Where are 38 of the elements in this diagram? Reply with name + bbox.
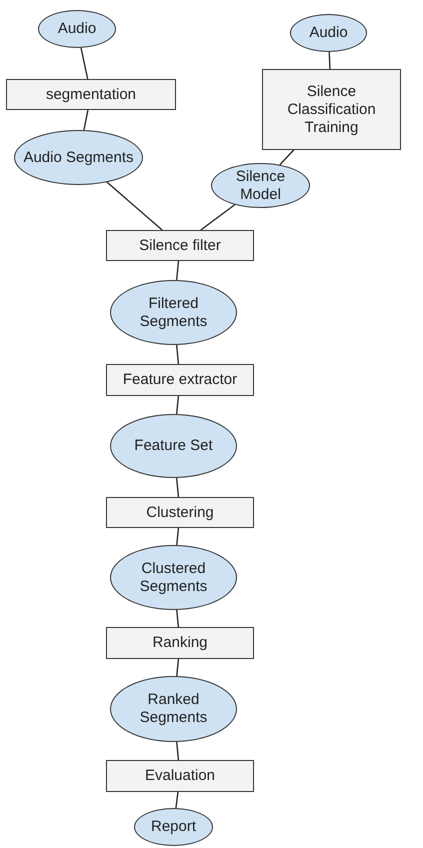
node-label: Filtered Segments	[138, 294, 208, 330]
node-label: Ranking	[151, 634, 209, 652]
connector-line	[176, 528, 180, 546]
node-label: Report	[150, 818, 198, 836]
node-label: Audio	[308, 24, 349, 42]
connector-line	[80, 48, 88, 80]
node-label: Evaluation	[144, 767, 216, 785]
connector-line	[106, 182, 163, 230]
process-box	[106, 760, 254, 792]
connector-line	[176, 396, 180, 414]
connector-line	[200, 204, 236, 231]
node-label: Audio	[56, 20, 98, 38]
connector-line	[175, 792, 179, 808]
connector-line	[176, 260, 180, 280]
node-label: Feature Set	[133, 437, 214, 455]
node-label: Ranked Segments	[138, 691, 208, 727]
connector-line	[176, 344, 180, 364]
node-label: segmentation	[44, 86, 138, 104]
node-label: Silence Classification Training	[286, 82, 377, 136]
connector-line	[176, 610, 180, 628]
process-box	[106, 230, 254, 261]
process-box	[106, 627, 254, 659]
process-box	[262, 69, 401, 150]
connector-line	[176, 658, 180, 676]
node-label: Silence Model	[234, 168, 286, 204]
node-label: Silence filter	[138, 236, 222, 254]
process-box	[106, 364, 254, 396]
process-box	[106, 497, 254, 528]
node-label: Audio Segments	[22, 148, 135, 166]
connector-line	[83, 110, 89, 130]
connector-line	[176, 742, 180, 760]
node-label: Clustering	[145, 504, 215, 522]
process-box	[6, 79, 176, 110]
connector-line	[328, 52, 331, 70]
connector-line	[279, 150, 294, 166]
node-label: Feature extractor	[122, 371, 238, 389]
node-label: Clustered Segments	[138, 560, 208, 596]
connector-line	[176, 478, 180, 498]
